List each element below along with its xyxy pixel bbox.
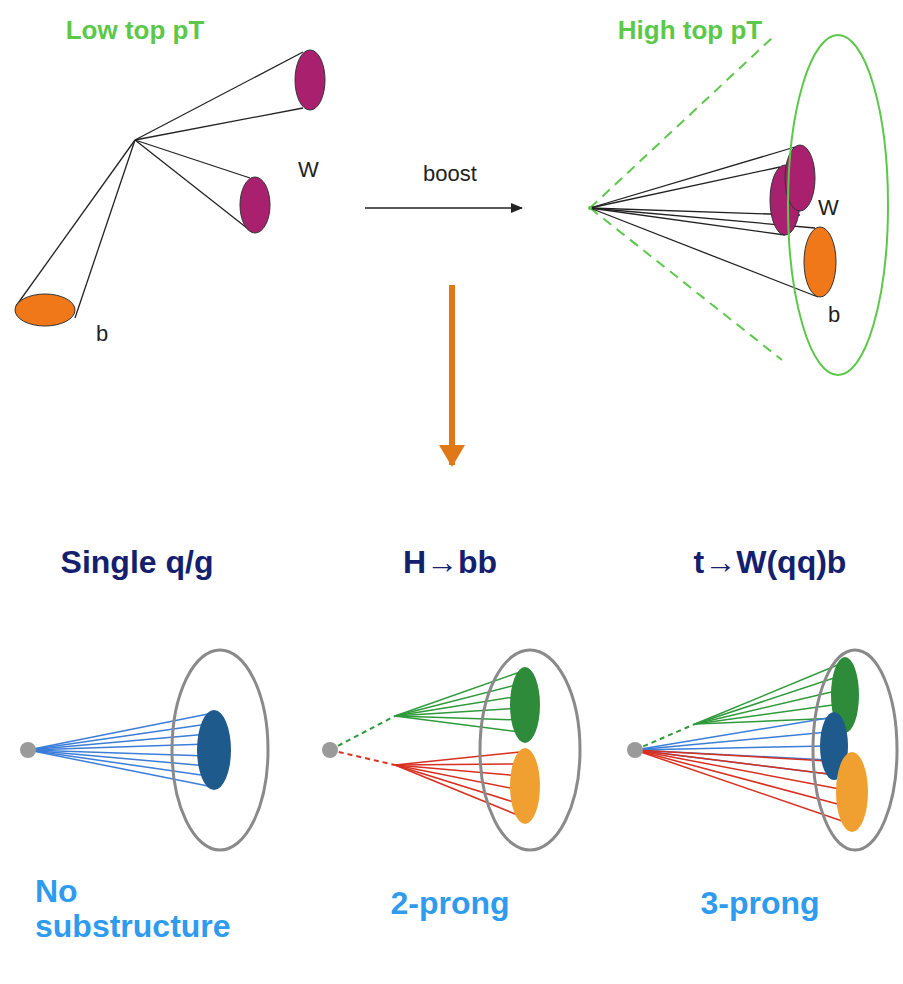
jet-outline: [813, 650, 897, 850]
down-arrow: [449, 285, 455, 465]
b-jet: [804, 227, 836, 297]
section-heading: High top pT: [618, 16, 762, 45]
jet-type-title: Single q/g: [61, 545, 214, 580]
green-jet: [510, 667, 540, 743]
jet-type-title: t→W(qq)b: [694, 545, 847, 580]
blue-jet: [197, 710, 231, 790]
section-heading: Low top pT: [66, 16, 205, 45]
parton-line: [330, 750, 395, 765]
substructure-label: 2-prong: [390, 886, 509, 921]
particle-label: b: [828, 303, 840, 327]
w-jet: [295, 50, 325, 110]
particle-fan: [395, 672, 520, 732]
jet-type-title: H→bb: [403, 545, 497, 580]
jet-outline: [480, 650, 580, 850]
particle-label: b: [96, 322, 108, 346]
substructure-label: 3-prong: [700, 886, 819, 921]
parton-line: [330, 716, 395, 750]
vertex: [322, 742, 338, 758]
vertex: [588, 206, 592, 210]
arrow-label: boost: [423, 162, 477, 186]
decay-cones: [16, 52, 303, 318]
b-jet: [15, 294, 75, 326]
particle-fan: [395, 752, 520, 816]
vertex: [20, 742, 36, 758]
orange-jet: [836, 752, 868, 832]
decay-cones: [590, 147, 818, 297]
boost-arrow: [365, 207, 522, 209]
particle-label: W: [818, 196, 839, 220]
orange-jet: [510, 748, 540, 824]
substructure-label: No substructure: [35, 874, 250, 944]
particle-label: W: [298, 158, 319, 182]
particle-fan: [28, 714, 208, 786]
particle-fan: [695, 664, 840, 724]
fat-jet-outline: [788, 35, 888, 375]
w-jet: [240, 177, 270, 233]
vertex: [627, 742, 643, 758]
particle-fan: [635, 718, 828, 774]
jet-outline: [172, 650, 268, 850]
parton-line: [635, 724, 695, 750]
